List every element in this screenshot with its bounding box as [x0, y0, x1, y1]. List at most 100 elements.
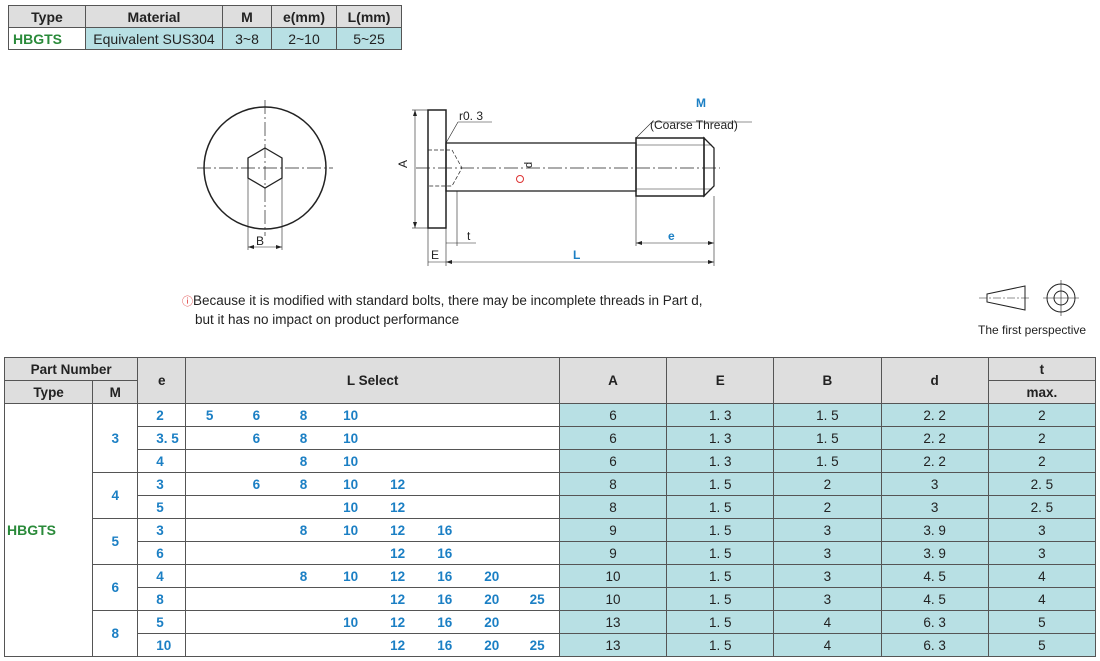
- l-select-cell: [421, 403, 469, 427]
- l-select-cell: [279, 541, 328, 565]
- l-select-cell: 25: [515, 587, 560, 611]
- b-value-cell: 3: [773, 564, 882, 588]
- l-select-cell: [185, 587, 233, 611]
- header-type: Type: [3, 380, 94, 404]
- material-table-header: Type Material M e(mm) L(mm): [8, 5, 402, 28]
- header-d: d: [880, 357, 989, 404]
- l-select-cell: 12: [374, 564, 422, 588]
- m-cell: 5: [92, 518, 139, 565]
- a-value-cell: 13: [558, 633, 668, 657]
- header-type: Type: [8, 5, 86, 28]
- l-select-cell: [468, 426, 516, 450]
- header-l-select: L Select: [185, 357, 560, 404]
- b-value-cell: 3: [773, 541, 882, 565]
- l-select-cell: [232, 518, 280, 542]
- e-value-cell: 1. 5: [666, 495, 775, 519]
- e-cell: 3. 5: [137, 426, 187, 450]
- e-cell: 5: [137, 495, 187, 519]
- l-select-cell: [468, 403, 516, 427]
- l-select-cell: [515, 495, 560, 519]
- l-select-cell: [232, 633, 280, 657]
- l-select-cell: 6: [232, 472, 280, 496]
- t-value-cell: 4: [987, 587, 1097, 611]
- l-select-cell: 10: [327, 403, 375, 427]
- l-select-cell: 10: [327, 610, 375, 634]
- l-select-cell: 8: [279, 472, 328, 496]
- l-select-cell: 6: [232, 426, 280, 450]
- label-e: e: [668, 229, 675, 243]
- l-select-cell: [468, 518, 516, 542]
- t-value-cell: 2: [987, 403, 1097, 427]
- side-view: A r0. 3 M (Coarse Thread) d E t L e: [396, 96, 752, 266]
- first-perspective-icon: [979, 280, 1079, 316]
- l-select-cell: 16: [421, 564, 469, 588]
- label-m: M: [696, 96, 706, 110]
- d-value-cell: 6. 3: [880, 633, 989, 657]
- material-table: Type Material M e(mm) L(mm) HBGTS Equiva…: [8, 5, 402, 50]
- d-value-cell: 6. 3: [880, 610, 989, 634]
- l-select-cell: [421, 495, 469, 519]
- l-select-cell: [279, 610, 328, 634]
- note-line-1: Because it is modified with standard bol…: [193, 293, 703, 308]
- l-select-cell: [468, 541, 516, 565]
- l-select-cell: [374, 449, 422, 473]
- label-l: L: [573, 248, 580, 262]
- e-cell: 4: [137, 449, 187, 473]
- m-cell: 4: [92, 472, 139, 519]
- l-select-cell: [327, 633, 375, 657]
- e-value-cell: 1. 3: [666, 449, 775, 473]
- l-select-cell: [185, 564, 233, 588]
- l-select-cell: [421, 426, 469, 450]
- header-e: e: [137, 357, 187, 404]
- l-select-cell: [468, 472, 516, 496]
- b-value-cell: 4: [773, 610, 882, 634]
- l-select-cell: 6: [232, 403, 280, 427]
- l-select-cell: 20: [468, 610, 516, 634]
- label-coarse-thread: (Coarse Thread): [650, 118, 738, 132]
- b-value-cell: 3: [773, 518, 882, 542]
- e-cell: 4: [137, 564, 187, 588]
- e-value-cell: 1. 5: [666, 633, 775, 657]
- l-select-cell: 10: [327, 449, 375, 473]
- l-select-cell: 20: [468, 587, 516, 611]
- t-value-cell: 3: [987, 541, 1097, 565]
- e-value-cell: 1. 3: [666, 403, 775, 427]
- material-table-row: HBGTS Equivalent SUS304 3~8 2~10 5~25: [8, 27, 402, 50]
- e-value-cell: 1. 5: [666, 564, 775, 588]
- e-value-cell: 1. 5: [666, 610, 775, 634]
- info-icon: ⓘ: [182, 296, 193, 308]
- header-e: e(mm): [271, 5, 337, 28]
- technical-drawing: B A r0. 3 M (Coarse Thread) d: [197, 96, 752, 266]
- l-select-cell: 10: [327, 564, 375, 588]
- e-value-cell: 1. 5: [666, 541, 775, 565]
- l-select-cell: [515, 564, 560, 588]
- e-value-cell: 1. 5: [666, 518, 775, 542]
- l-select-cell: [185, 472, 233, 496]
- a-value-cell: 9: [558, 541, 668, 565]
- label-d: d: [523, 162, 535, 168]
- d-value-cell: 3. 9: [880, 541, 989, 565]
- l-select-cell: 5: [185, 403, 233, 427]
- b-value-cell: 2: [773, 495, 882, 519]
- l-select-cell: 20: [468, 633, 516, 657]
- e-cell: 3: [137, 518, 187, 542]
- t-value-cell: 3: [987, 518, 1097, 542]
- label-e-upper: E: [431, 248, 439, 262]
- header-m: M: [92, 380, 139, 404]
- a-value-cell: 9: [558, 518, 668, 542]
- label-t: t: [467, 229, 471, 243]
- spec-header-row-2: Type M max.: [3, 380, 1097, 404]
- l-select-cell: [279, 587, 328, 611]
- header-t-max: max.: [987, 380, 1097, 404]
- l-select-cell: [185, 518, 233, 542]
- l-select-cell: [185, 495, 233, 519]
- l-select-cell: [185, 449, 233, 473]
- a-value-cell: 10: [558, 564, 668, 588]
- l-select-cell: [515, 610, 560, 634]
- l-select-cell: [374, 426, 422, 450]
